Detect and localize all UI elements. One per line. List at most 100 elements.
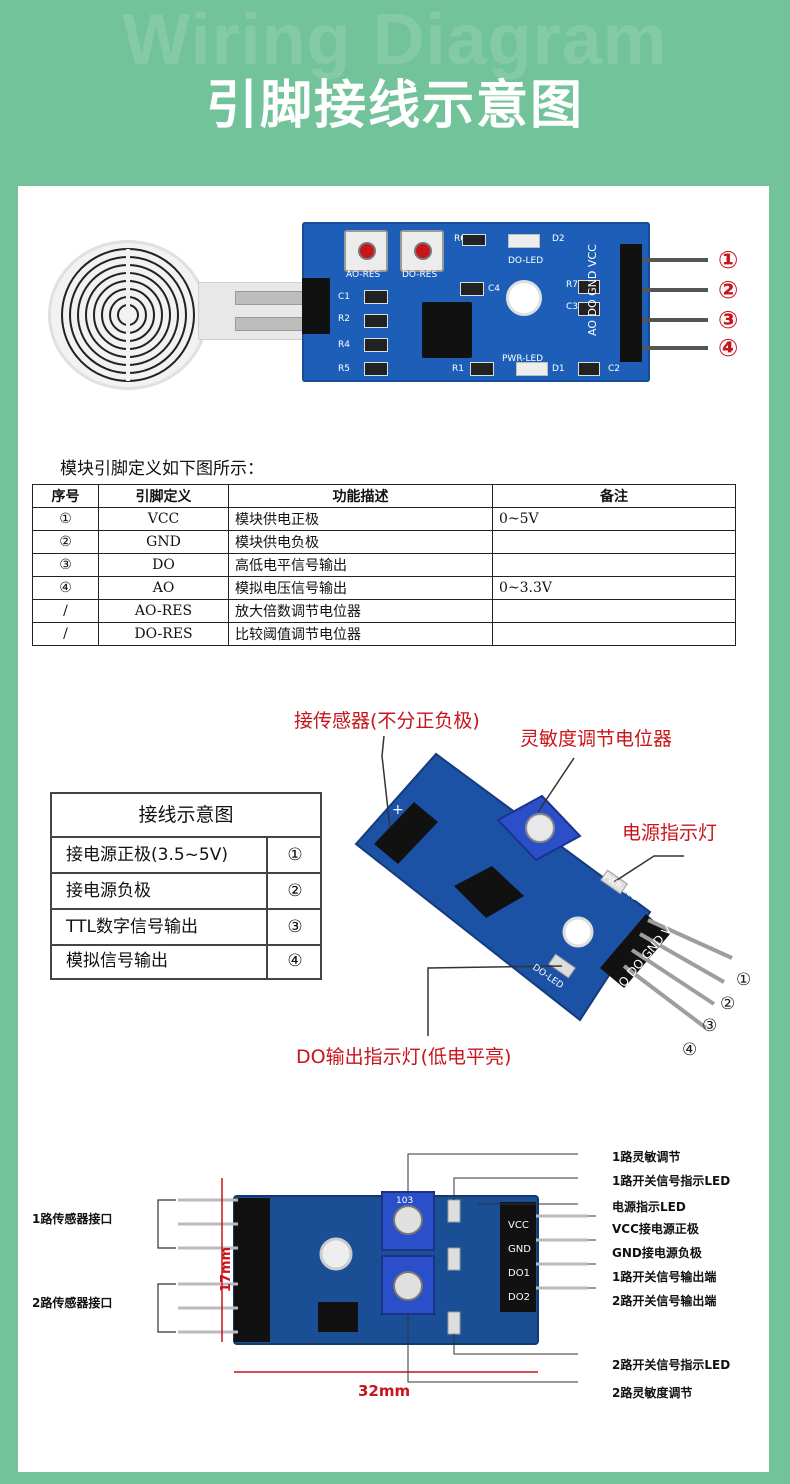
legend-number: ④ — [266, 944, 322, 978]
page-title: 引脚接线示意图 — [205, 76, 584, 136]
table-cell: 高低电平信号输出 — [228, 553, 493, 577]
module3-silk-do2: DO2 — [508, 1292, 530, 1303]
legend-title: 接线示意图 — [52, 794, 320, 838]
silk-d2: D2 — [552, 234, 565, 244]
ao-res-pot — [344, 230, 388, 272]
callout-sensor-connector: 接传感器(不分正负极) — [294, 710, 480, 732]
table-row: ② GND 模块供电负极 — [32, 530, 736, 554]
column-header: 功能描述 — [228, 484, 493, 508]
legend-number: ① — [266, 838, 322, 872]
silk-c4: C4 — [488, 284, 501, 294]
table-row: / DO-RES 比较阈值调节电位器 — [32, 622, 736, 646]
table-cell: AO-RES — [98, 599, 229, 623]
do-res-pot — [400, 230, 444, 272]
pin-4-number: ④ — [718, 334, 739, 362]
table-header-row: 序号 引脚定义 功能描述 备注 — [32, 484, 736, 508]
silk-d1: D1 — [552, 364, 565, 374]
dimension-width: 32mm — [358, 1382, 411, 1400]
pin-3-lead — [642, 318, 708, 322]
table-cell: / — [32, 622, 99, 646]
table-row: ④ AO 模拟电压信号输出 0~3.3V — [32, 576, 736, 600]
wiring-legend-table: 接线示意图 接电源正极(3.5~5V) ① 接电源负极 ② TTL数字信号输出 … — [50, 792, 322, 980]
column-header: 备注 — [492, 484, 736, 508]
right-label-7: 2路开关信号输出端 — [612, 1294, 717, 1308]
silk-do-res: DO-RES — [402, 270, 438, 280]
table-cell: 模拟电压信号输出 — [228, 576, 493, 600]
legend-row: 接电源正极(3.5~5V) ① — [52, 838, 320, 874]
table-cell — [492, 530, 736, 554]
module2-pin-4-number: ④ — [682, 1040, 698, 1060]
right-label-8: 2路开关信号指示LED — [612, 1358, 731, 1372]
silk-r5: R5 — [338, 364, 350, 374]
right-label-6: 1路开关信号输出端 — [612, 1270, 717, 1284]
content-panel: AO-RES DO-RES DO-LED PWR-LED C1 C2 C3 C4… — [18, 186, 769, 1472]
table-cell: 模块供电负极 — [228, 530, 493, 554]
legend-text: 接电源负极 — [66, 881, 151, 901]
right-label-9: 2路灵敏度调节 — [612, 1386, 693, 1400]
table-cell: DO — [98, 553, 229, 577]
silk-ao-res: AO-RES — [346, 270, 381, 280]
callout-power-led: 电源指示灯 — [622, 822, 718, 844]
svg-text:-: - — [362, 845, 368, 864]
table-cell: 0~5V — [492, 507, 736, 531]
table-cell — [492, 599, 736, 623]
mounting-hole — [506, 280, 542, 316]
force-sensor-disc — [48, 240, 208, 390]
left-label-sensor-2: 2路传感器接口 — [32, 1296, 113, 1310]
table-cell — [492, 622, 736, 646]
module2-pin-3-number: ③ — [702, 1016, 718, 1036]
table-row: ③ DO 高低电平信号输出 — [32, 553, 736, 577]
pin-2-lead — [642, 288, 708, 292]
table-cell: GND — [98, 530, 229, 554]
right-label-4: VCC接电源正极 — [612, 1222, 699, 1236]
table-cell: 比较阈值调节电位器 — [228, 622, 493, 646]
silk-r2: R2 — [338, 314, 350, 324]
pin-header — [620, 244, 642, 362]
legend-text: 模拟信号输出 — [66, 951, 168, 971]
pin-1-lead — [642, 258, 708, 262]
table-cell: ② — [32, 530, 99, 554]
table-cell — [492, 553, 736, 577]
silk-c3: C3 — [566, 302, 579, 312]
module3-silk-do1: DO1 — [508, 1268, 530, 1279]
pin-table-caption: 模块引脚定义如下图所示： — [60, 459, 264, 479]
table-cell: DO-RES — [98, 622, 229, 646]
table-row: ① VCC 模块供电正极 0~5V — [32, 507, 736, 531]
dimension-height: 17mm — [219, 1246, 235, 1293]
pin-3-number: ③ — [718, 306, 739, 334]
table-cell: ③ — [32, 553, 99, 577]
table-cell: 放大倍数调节电位器 — [228, 599, 493, 623]
module3-drawing — [157, 1153, 596, 1383]
silk-r6: R6 — [454, 234, 466, 244]
silk-c1: C1 — [338, 292, 351, 302]
silk-r4: R4 — [338, 340, 350, 350]
silk-pin-names: AO DO GND VCC — [586, 244, 599, 336]
svg-text:+: + — [392, 802, 404, 818]
pin-2-number: ② — [718, 276, 739, 304]
module3-silk-pot: 103 — [396, 1196, 414, 1206]
pin-1-number: ① — [718, 246, 739, 274]
table-cell: / — [32, 599, 99, 623]
right-label-2: 1路开关信号指示LED — [612, 1174, 731, 1188]
callout-pot: 灵敏度调节电位器 — [520, 728, 673, 750]
table-cell: AO — [98, 576, 229, 600]
silk-do-led: DO-LED — [508, 256, 544, 266]
table-cell: 0~3.3V — [492, 576, 736, 600]
legend-text: TTL数字信号输出 — [66, 917, 198, 937]
module3-silk-vcc: VCC — [508, 1220, 529, 1231]
silk-pwr-led: PWR-LED — [502, 354, 544, 364]
column-header: 序号 — [32, 484, 99, 508]
pin-definition-table: 序号 引脚定义 功能描述 备注 ① VCC 模块供电正极 0~5V ② GND … — [32, 484, 736, 646]
legend-row: 模拟信号输出 ④ — [52, 944, 320, 978]
pin-4-lead — [642, 346, 708, 350]
table-cell: ④ — [32, 576, 99, 600]
right-label-5: GND接电源负极 — [612, 1246, 702, 1260]
callout-do-led: DO输出指示灯(低电平亮) — [296, 1046, 512, 1068]
column-header: 引脚定义 — [98, 484, 229, 508]
silk-r1: R1 — [452, 364, 464, 374]
legend-number: ③ — [266, 910, 322, 944]
sensor-connector — [302, 278, 330, 334]
module2-pin-2-number: ② — [720, 994, 736, 1014]
right-label-1: 1路灵敏调节 — [612, 1150, 681, 1164]
legend-row: TTL数字信号输出 ③ — [52, 910, 320, 946]
